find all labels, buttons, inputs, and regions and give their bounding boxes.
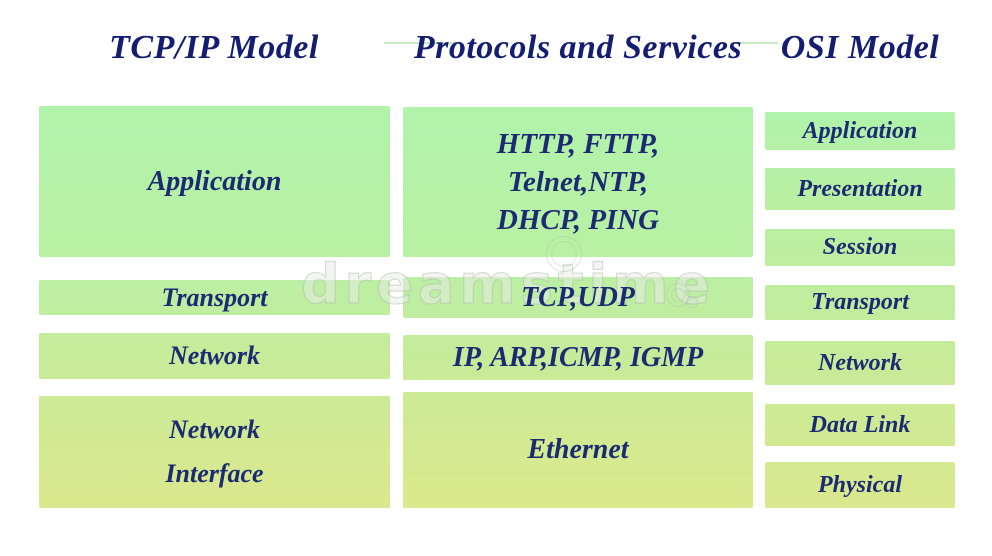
layer-label: Network <box>169 415 260 444</box>
protocol-line: HTTP, FTTP, <box>496 128 660 160</box>
protocols-transport-layer: TCP,UDP <box>403 277 753 318</box>
protocol-line: DHCP, PING <box>496 204 660 236</box>
osi-layer-network: Network <box>765 341 955 385</box>
layer-label: Data Link <box>809 411 911 438</box>
osi-layer-transport: Transport <box>765 285 955 320</box>
layer-label: Interface <box>165 459 264 488</box>
protocol-line: Telnet,NTP, <box>507 166 649 198</box>
osi-model-title: OSI Model <box>780 29 940 66</box>
layer-label: Transport <box>811 289 909 315</box>
layer-label: Physical <box>818 471 902 498</box>
protocol-line: TCP,UDP <box>521 281 635 313</box>
layer-label: Network <box>818 349 902 376</box>
layer-label: Network <box>169 341 260 370</box>
osi-layer-physical: Physical <box>765 462 955 508</box>
protocols-network-layer: IP, ARP,ICMP, IGMP <box>403 335 753 380</box>
protocols-application-layer: HTTP, FTTP, Telnet,NTP, DHCP, PING <box>403 107 753 257</box>
osi-layer-presentation: Presentation <box>765 168 955 210</box>
tcpip-layer-network: Network <box>39 333 390 379</box>
osi-layer-session: Session <box>765 229 955 266</box>
protocol-line: Ethernet <box>527 434 629 465</box>
protocols-link-layer: Ethernet <box>403 392 753 508</box>
decorative-green-line <box>734 42 778 44</box>
protocol-line: IP, ARP,ICMP, IGMP <box>452 341 704 373</box>
layer-label: Application <box>147 165 282 197</box>
tcpip-model-title: TCP/IP Model <box>109 29 319 66</box>
layer-label: Session <box>822 234 898 260</box>
osi-layer-data-link: Data Link <box>765 404 955 446</box>
tcpip-layer-application: Application <box>39 106 390 257</box>
protocols-services-title: Protocols and Services <box>413 29 743 66</box>
layer-label: Transport <box>161 282 268 312</box>
tcpip-layer-network-interface: Network Interface <box>39 396 390 508</box>
layer-label: Presentation <box>797 175 923 202</box>
decorative-green-line <box>384 42 456 44</box>
tcpip-layer-transport: Transport <box>39 280 390 315</box>
layer-label: Application <box>802 117 918 144</box>
osi-layer-application: Application <box>765 112 955 150</box>
